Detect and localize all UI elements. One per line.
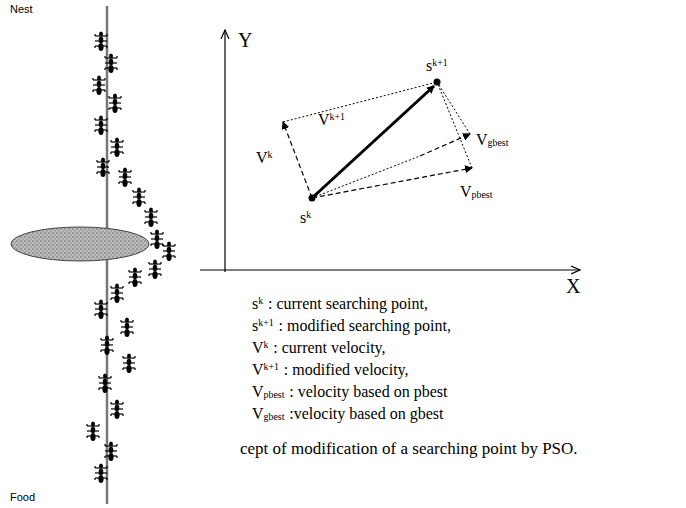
vector-label-group: Vgbest (476, 132, 508, 148)
index-text: k+1 (330, 111, 346, 122)
description-text: : modified velocity, (284, 361, 409, 378)
vector-label-group: Vpbest (460, 184, 492, 200)
legend-line-group: Vk+1 : modified velocity, (252, 362, 409, 378)
index-text: gbest (264, 411, 285, 422)
description-text: :velocity based on gbest (289, 405, 443, 422)
symbol-text: s (252, 295, 258, 312)
index-text: gbest (488, 137, 509, 148)
symbol-text: V (476, 131, 488, 148)
description-text: : velocity based on pbest (289, 383, 447, 400)
description-text: : modified searching point, (279, 317, 451, 334)
legend-line-group: sk+1 : modified searching point, (252, 318, 451, 334)
symbol-text: Food (10, 491, 35, 503)
description-text: : current velocity, (273, 339, 385, 356)
symbol-text: s (426, 57, 432, 74)
index-text: k+1 (264, 361, 280, 372)
point-label-group: sk (300, 210, 311, 226)
figure-caption: cept of modification of a searching poin… (240, 440, 578, 457)
index-text: k (258, 295, 263, 306)
index-text: k+1 (258, 317, 274, 328)
symbol-text: V (252, 405, 264, 422)
index-text: k (264, 339, 269, 350)
symbol-text: V (252, 361, 264, 378)
symbol-text: s (300, 209, 306, 226)
symbol-text: Nest (10, 3, 33, 15)
symbol-text: V (252, 383, 264, 400)
index-text: k (268, 149, 273, 160)
index-text: pbest (472, 189, 493, 200)
symbol-text: X (566, 275, 580, 297)
symbol-text: s (252, 317, 258, 334)
legend-line-group: Vgbest :velocity based on gbest (252, 406, 443, 422)
axis-label-group: X (566, 276, 580, 296)
place-label-group: Food (10, 492, 35, 503)
symbol-text: Y (238, 29, 252, 51)
legend-line-group: Vk : current velocity, (252, 340, 386, 356)
symbol-text: V (252, 339, 264, 356)
index-text: k+1 (432, 57, 448, 68)
vector-label-group: Vk+1 (318, 112, 345, 128)
vector-label-group: Vk (256, 150, 273, 166)
place-label-group: Nest (10, 4, 33, 15)
point-label-group: sk+1 (426, 58, 448, 74)
description-text: : current searching point, (268, 295, 428, 312)
symbol-text: V (460, 183, 472, 200)
symbol-text: V (256, 149, 268, 166)
index-text: pbest (264, 389, 285, 400)
legend-line-group: sk : current searching point, (252, 296, 428, 312)
axis-label-group: Y (238, 30, 252, 50)
index-text: k (306, 209, 311, 220)
symbol-text: V (318, 111, 330, 128)
legend-line-group: Vpbest : velocity based on pbest (252, 384, 447, 400)
